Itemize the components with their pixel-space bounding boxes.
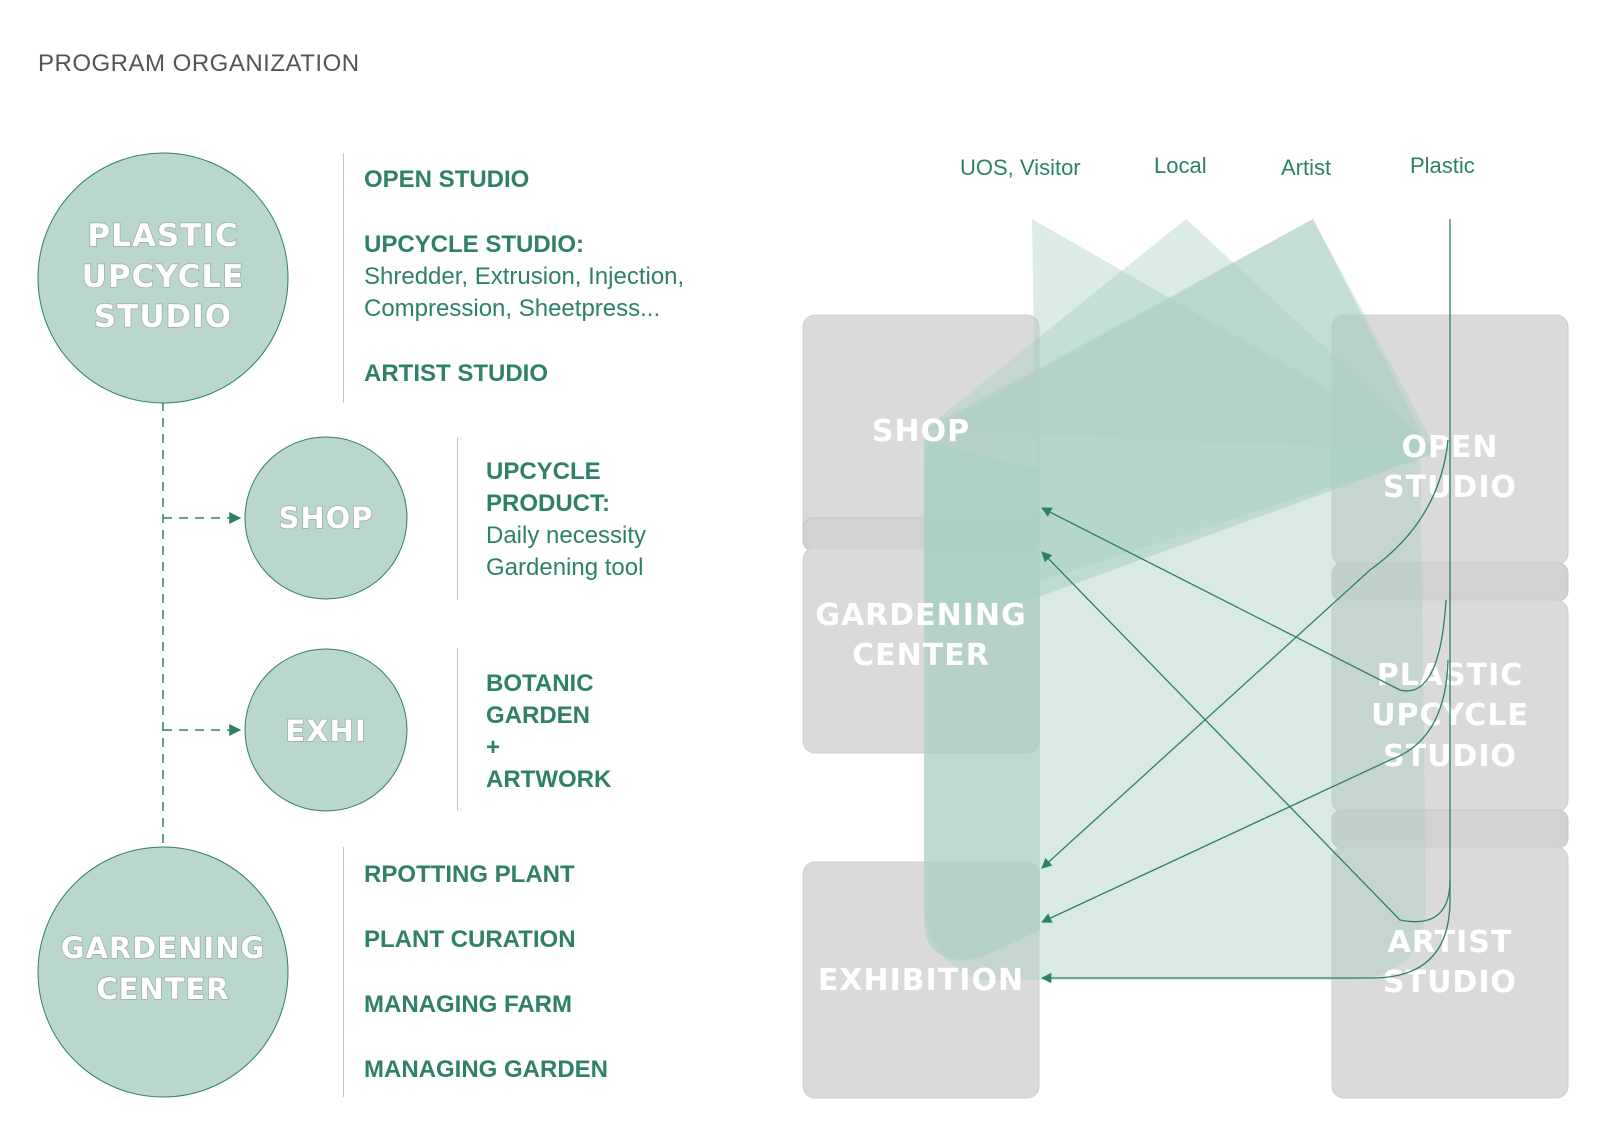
desc-item: MANAGING FARM (364, 991, 572, 1018)
svg-text:EXHI: EXHI (285, 714, 366, 748)
node-label: UPCYCLE (82, 259, 245, 295)
actor-label-local: Local (1154, 153, 1207, 178)
desc-item: PLANT CURATION (364, 926, 576, 953)
flow-artist (924, 219, 1438, 452)
svg-text:EXHIBITION: EXHIBITION (818, 963, 1024, 998)
node-label: PLASTIC (87, 218, 238, 254)
node-label: GARDENING (61, 931, 266, 965)
desc-item: OPEN STUDIO (364, 166, 530, 193)
hierarchy-connectors (162, 402, 242, 848)
desc-item: ARTIST STUDIO (364, 360, 548, 387)
desc-item: GARDEN (486, 702, 591, 729)
node-gardening-center: GARDENING CENTER (37, 846, 289, 1098)
flow-artist-band (924, 219, 1426, 980)
node-label: STUDIO (94, 299, 232, 335)
block-label: SHOP (872, 414, 970, 449)
node-exhi: EXHI (244, 648, 408, 812)
desc-detail: Gardening tool (486, 554, 644, 581)
node-plastic-upcycle-studio: PLASTIC UPCYCLE STUDIO (37, 152, 289, 404)
block-label: CENTER (852, 638, 990, 673)
desc-item: PRODUCT: (486, 490, 610, 517)
flow-local (924, 219, 1438, 452)
node-label: EXHI (285, 714, 366, 748)
desc-item: RPOTTING PLANT (364, 861, 575, 888)
block-label: ARTIST (1388, 925, 1513, 960)
flow-central-band (924, 430, 1438, 620)
page-title: PROGRAM ORGANIZATION (38, 50, 360, 77)
block-label: STUDIO (1383, 965, 1517, 1000)
node-label: SHOP (278, 501, 373, 535)
actor-label-plastic: Plastic (1410, 153, 1475, 178)
description-gardening-center: RPOTTING PLANT PLANT CURATION MANAGING F… (364, 859, 608, 1086)
plastic-main-line (1040, 219, 1451, 984)
desc-item: + (486, 734, 501, 761)
material-flow-lines (1040, 219, 1451, 984)
flow-vertical-band (924, 440, 1040, 960)
description-exhi: BOTANIC GARDEN + ARTWORK (486, 668, 611, 796)
arrow-artist-to-gardening (1041, 551, 1451, 923)
desc-item: BOTANIC (486, 670, 594, 697)
separator-line (457, 648, 458, 811)
actor-label-uos-visitor: UOS, Visitor (960, 155, 1081, 180)
desc-item: ARTWORK (486, 766, 612, 793)
arrow-open-to-exhibition (1041, 439, 1449, 869)
description-shop: UPCYCLE PRODUCT: Daily necessity Gardeni… (486, 456, 646, 584)
node-label: CENTER (96, 972, 229, 1006)
arrow-plastic-to-exhibition (1041, 659, 1449, 923)
node-shop: SHOP (244, 436, 408, 600)
desc-item: MANAGING GARDEN (364, 1056, 608, 1083)
desc-detail: Shredder, Extrusion, Injection, (364, 263, 685, 290)
separator-line (343, 847, 344, 1097)
desc-detail: Daily necessity (486, 522, 647, 549)
description-plastic-upcycle-studio: OPEN STUDIO UPCYCLE STUDIO: Shredder, Ex… (364, 164, 684, 390)
separator-line (457, 437, 458, 600)
desc-item: UPCYCLE (486, 458, 601, 485)
svg-text:SHOP: SHOP (278, 501, 373, 535)
block-label: EXHIBITION (818, 963, 1024, 998)
actor-label-artist: Artist (1281, 155, 1332, 180)
block-label: GARDENING (815, 598, 1026, 633)
svg-text:SHOP: SHOP (872, 414, 970, 449)
arrow-plastic-to-shop (1041, 507, 1447, 692)
actor-flows (924, 219, 1438, 980)
desc-item: UPCYCLE STUDIO: (364, 231, 585, 258)
desc-detail: Compression, Sheetpress... (364, 295, 661, 322)
separator-line (343, 153, 344, 403)
